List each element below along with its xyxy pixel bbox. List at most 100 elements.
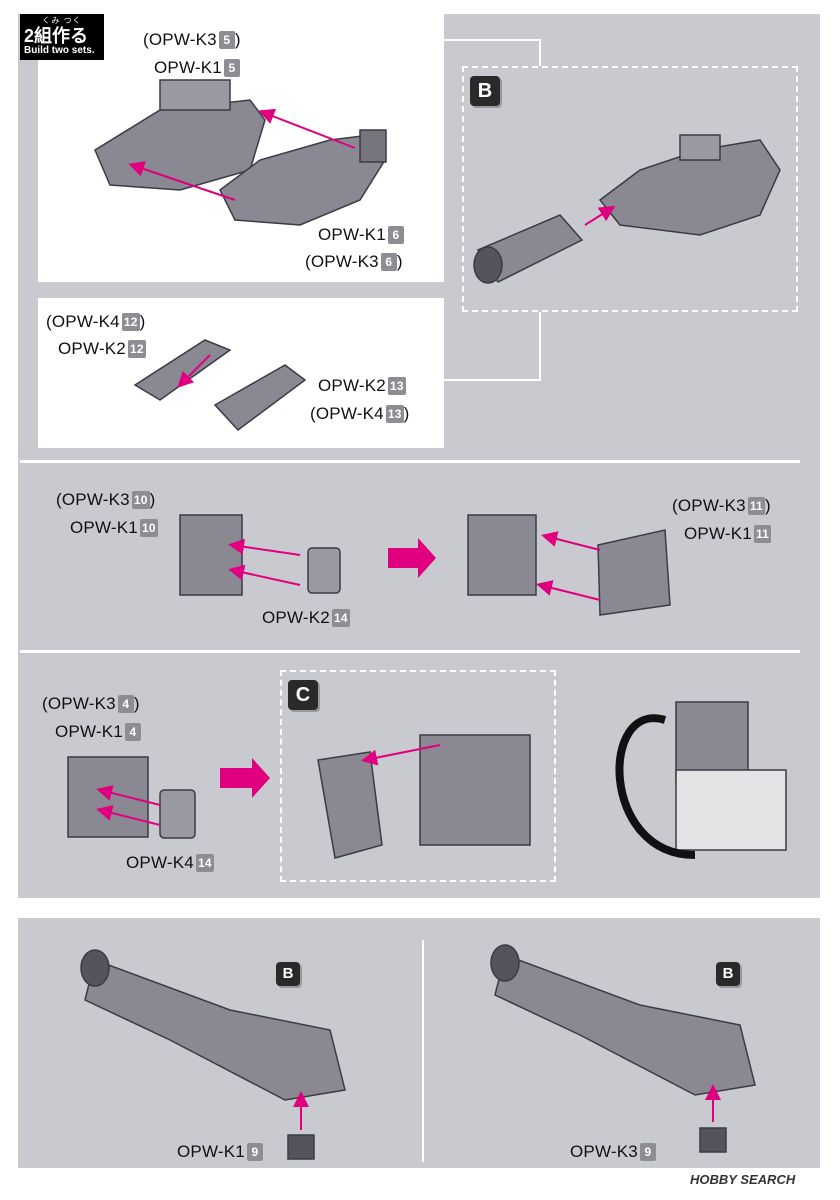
watermark: HOBBY SEARCH [690, 1172, 796, 1187]
label-text: OPW-K3 [310, 252, 379, 271]
step-title-en: Build two sets. [24, 45, 95, 56]
assembly-b-box [462, 66, 798, 312]
arrow-1 [258, 108, 356, 149]
part-number: 6 [387, 226, 404, 244]
label-text: OPW-K3 [677, 496, 746, 515]
part-number: 13 [387, 377, 406, 395]
arrow-3 [584, 205, 616, 226]
section-divider-2 [20, 650, 800, 653]
part-number: 10 [131, 491, 150, 509]
muzzle-stub [359, 129, 387, 163]
label-text: OPW-K1 [177, 1142, 245, 1161]
label-text: OPW-K3 [47, 694, 116, 713]
final-left-muzzle [80, 949, 110, 987]
arrow-2 [128, 161, 236, 201]
pod-frame-section3 [67, 756, 149, 838]
part-number: 11 [747, 497, 765, 515]
part-number: 4 [124, 723, 141, 741]
label-text: OPW-K1 [55, 722, 123, 741]
label-text: OPW-K2 [58, 339, 126, 358]
step-ruby: くみ つく [42, 16, 82, 25]
label-text: OPW-K1 [318, 225, 386, 244]
pod-frame-mid [467, 514, 537, 596]
arrow-7 [541, 531, 601, 551]
barrel-half-left [133, 339, 232, 401]
label-text: OPW-K4 [315, 404, 384, 423]
assembly-b-top [679, 134, 721, 161]
label-text: OPW-K2 [262, 608, 330, 627]
section-divider-1 [20, 460, 800, 463]
rotated-pod-top [675, 701, 749, 783]
assembly-c-box [280, 670, 556, 882]
arrow-11 [361, 744, 441, 766]
missile-cluster-left [307, 547, 341, 594]
final-right-muzzle [490, 944, 520, 982]
part-number: 13 [385, 405, 404, 423]
link-line-2 [444, 312, 541, 381]
label-text: OPW-K1 [154, 58, 222, 77]
arrow-5 [228, 538, 301, 556]
final-right-part [699, 1127, 727, 1153]
label-text: OPW-K4 [126, 853, 194, 872]
final-right-body [494, 954, 756, 1096]
label-text: OPW-K3 [148, 30, 217, 49]
part-number: 6 [380, 253, 397, 271]
step-arrow-1 [388, 538, 436, 578]
rotation-arrow [615, 714, 696, 859]
part-number: 12 [121, 313, 140, 331]
badge-b-top: B [470, 76, 500, 106]
final-left-body [84, 959, 346, 1101]
assembly-c-left [317, 751, 383, 859]
badge-b-left: B [276, 962, 300, 986]
step-header: くみ つく 2組作る Build two sets. [20, 14, 104, 60]
final-divider [422, 940, 424, 1162]
part-number: 9 [639, 1143, 656, 1161]
part-number: 11 [753, 525, 772, 543]
label-text: OPW-K3 [61, 490, 130, 509]
label-text: OPW-K2 [318, 376, 386, 395]
part-number: 4 [117, 695, 134, 713]
label-text: OPW-K1 [684, 524, 752, 543]
part-number: 14 [331, 609, 350, 627]
arrow-8 [536, 580, 601, 601]
barrel-half-right [213, 364, 307, 432]
badge-c: C [288, 680, 318, 710]
arrow-10 [96, 805, 161, 826]
label-text: OPW-K3 [570, 1142, 638, 1161]
label-text: OPW-K4 [51, 312, 120, 331]
assembly-b-muzzle [473, 246, 503, 284]
rotated-pod-bottom [675, 769, 787, 851]
arrow-4 [177, 354, 211, 388]
link-line-1 [444, 39, 541, 66]
label-text: OPW-K1 [70, 518, 138, 537]
badge-b-right: B [716, 962, 740, 986]
step-title-jp: 2組作る [24, 26, 89, 46]
missile-cluster-section3 [159, 789, 196, 839]
assembly-c-right [419, 734, 531, 846]
step-arrow-2 [220, 758, 270, 798]
part-number: 5 [218, 31, 235, 49]
arrow-6 [228, 564, 301, 586]
shell-clip [159, 79, 231, 111]
arrow-9 [96, 785, 161, 806]
part-number: 5 [223, 59, 240, 77]
pod-frame-left [179, 514, 243, 596]
part-number: 14 [195, 854, 214, 872]
assembly-b-body [598, 139, 781, 236]
